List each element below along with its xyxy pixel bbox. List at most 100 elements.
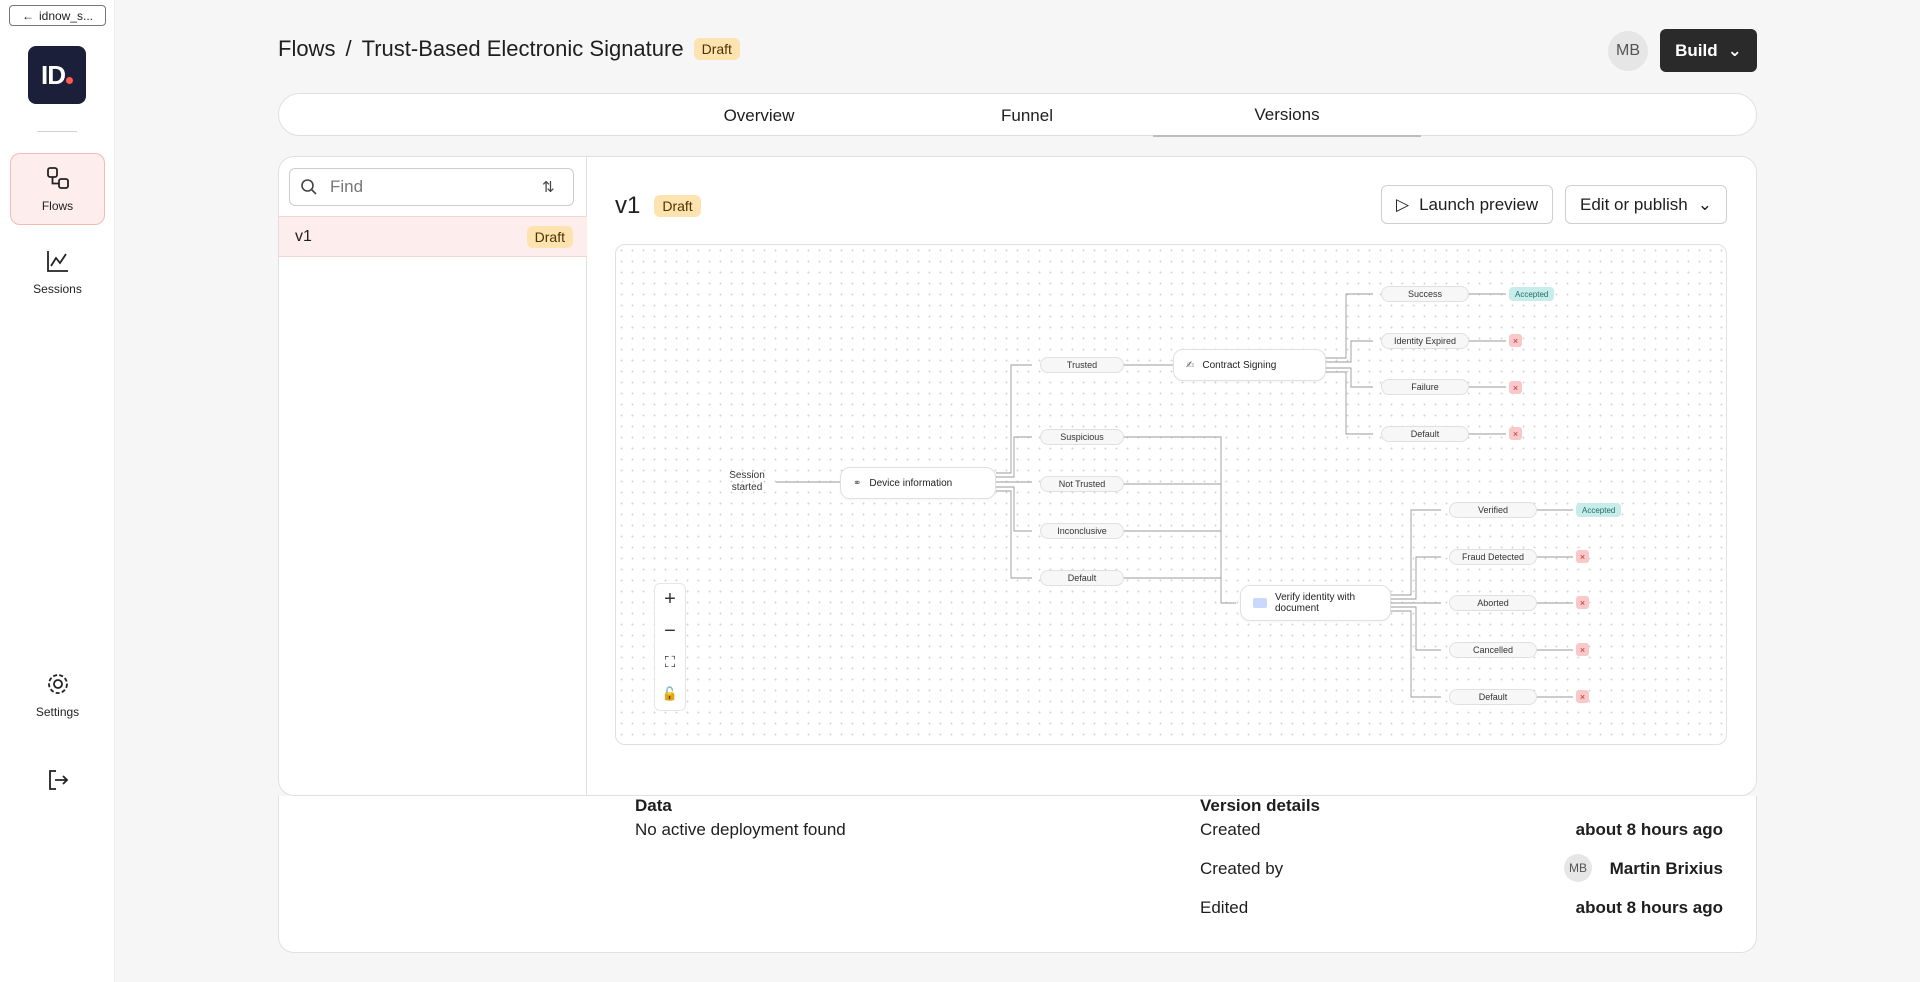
end-accepted-badge[interactable]: Accepted	[1509, 287, 1554, 301]
flow-outcome-verified[interactable]: Verified	[1449, 502, 1537, 518]
flow-outcome-aborted[interactable]: Aborted	[1449, 595, 1537, 611]
edit-or-publish-button[interactable]: Edit or publish ⌄	[1565, 185, 1727, 224]
versions-list-panel: ⇅ v1 Draft	[279, 157, 587, 797]
end-rejected-icon[interactable]: ×	[1576, 596, 1589, 609]
version-list-item[interactable]: v1 Draft	[279, 216, 587, 257]
end-rejected-icon[interactable]: ×	[1576, 690, 1589, 703]
zoom-in-icon[interactable]: +	[655, 584, 685, 616]
sidebar-divider	[37, 131, 77, 132]
breadcrumb-separator: /	[345, 36, 351, 62]
gear-icon	[45, 671, 71, 697]
tab-funnel[interactable]: Funnel	[893, 94, 1161, 137]
sidebar-item-flows[interactable]: Flows	[10, 153, 105, 225]
end-rejected-icon[interactable]: ×	[1509, 427, 1522, 440]
lock-icon[interactable]: 🔓	[655, 679, 685, 711]
flow-outcome-success[interactable]: Success	[1381, 286, 1469, 302]
play-icon: ▷	[1396, 195, 1409, 215]
sidebar: ← idnow_s... ID Flows Sessions	[0, 0, 115, 982]
flow-canvas[interactable]: Session started ⚭ Device information Tru…	[615, 244, 1727, 745]
flow-step-verify-identity[interactable]: Verify identity with document	[1240, 585, 1391, 621]
details-content: Data No active deployment found Version …	[115, 796, 1757, 953]
logo-dot	[66, 77, 73, 84]
sidebar-item-sessions[interactable]: Sessions	[10, 236, 105, 308]
status-badge: Draft	[527, 226, 573, 248]
status-badge: Draft	[654, 195, 700, 217]
chevron-down-icon: ⌄	[1698, 195, 1712, 215]
flow-step-label: Device information	[869, 478, 952, 489]
sort-icon[interactable]: ⇅	[542, 178, 555, 196]
version-title: v1 Draft	[615, 192, 701, 220]
flow-connectors	[616, 245, 1727, 745]
flow-outcome-trusted[interactable]: Trusted	[1040, 357, 1124, 373]
logout-button[interactable]	[10, 745, 105, 815]
flow-step-contract-signing[interactable]: ✍ Contract Signing	[1173, 349, 1326, 381]
version-name: v1	[615, 192, 640, 220]
launch-preview-button[interactable]: ▷ Launch preview	[1381, 185, 1553, 224]
flows-icon	[45, 165, 71, 191]
flow-outcome-inconclusive[interactable]: Inconclusive	[1040, 523, 1124, 539]
data-text: No active deployment found	[635, 820, 846, 840]
avatar: MB	[1564, 854, 1592, 882]
chart-icon	[45, 248, 71, 274]
chevron-down-icon: ⌄	[1728, 41, 1742, 61]
flow-start-label: Session started	[722, 470, 772, 494]
signature-icon: ✍	[1186, 360, 1194, 371]
sidebar-item-label: Sessions	[33, 282, 82, 296]
tab-overview[interactable]: Overview	[625, 94, 893, 137]
flow-step-device-information[interactable]: ⚭ Device information	[840, 467, 996, 499]
build-button-label: Build	[1675, 41, 1718, 61]
brand-logo[interactable]: ID	[28, 46, 86, 104]
link-icon: ⚭	[853, 478, 861, 489]
flow-outcome-cancelled[interactable]: Cancelled	[1449, 642, 1537, 658]
flow-outcome-default[interactable]: Default	[1449, 689, 1537, 705]
end-rejected-icon[interactable]: ×	[1576, 643, 1589, 656]
canvas-controls: + − ⛶ 🔓	[654, 583, 686, 711]
sidebar-item-settings[interactable]: Settings	[10, 659, 105, 731]
breadcrumb: Flows / Trust-Based Electronic Signature…	[278, 36, 740, 62]
id-card-icon	[1253, 598, 1267, 608]
build-button[interactable]: Build ⌄	[1660, 29, 1757, 72]
search-icon	[300, 178, 318, 196]
end-rejected-icon[interactable]: ×	[1509, 381, 1522, 394]
status-badge: Draft	[694, 38, 740, 60]
flow-outcome-failure[interactable]: Failure	[1381, 379, 1469, 395]
flow-outcome-fraud-detected[interactable]: Fraud Detected	[1449, 549, 1537, 565]
flow-step-label: Contract Signing	[1202, 360, 1276, 371]
end-accepted-badge[interactable]: Accepted	[1576, 503, 1621, 517]
flow-outcome-identity-expired[interactable]: Identity Expired	[1381, 333, 1469, 349]
tab-bar: Overview Funnel Versions	[278, 93, 1757, 136]
page-title: Trust-Based Electronic Signature	[362, 36, 684, 62]
logout-icon	[45, 767, 71, 793]
flow-outcome-default[interactable]: Default	[1040, 570, 1124, 586]
avatar[interactable]: MB	[1608, 31, 1648, 71]
flow-outcome-default[interactable]: Default	[1381, 426, 1469, 442]
created-value: about 8 hours ago	[1576, 820, 1723, 840]
back-to-workspace-button[interactable]: ← idnow_s...	[9, 5, 106, 26]
sidebar-item-label: Settings	[36, 705, 79, 719]
version-list-item-name: v1	[295, 228, 312, 246]
breadcrumb-flows-link[interactable]: Flows	[278, 36, 335, 62]
search-input[interactable]	[330, 177, 530, 197]
versions-card: ⇅ v1 Draft v1 Draft ▷ Launch preview Edi…	[278, 156, 1757, 796]
end-rejected-icon[interactable]: ×	[1576, 550, 1589, 563]
logo-text: ID	[41, 60, 65, 91]
fit-view-icon[interactable]: ⛶	[655, 647, 685, 679]
arrow-left-icon: ←	[22, 9, 34, 23]
flow-outcome-not-trusted[interactable]: Not Trusted	[1040, 476, 1124, 492]
edit-publish-label: Edit or publish	[1580, 195, 1688, 215]
end-rejected-icon[interactable]: ×	[1509, 334, 1522, 347]
flow-outcome-suspicious[interactable]: Suspicious	[1040, 429, 1124, 445]
created-by-value: Martin Brixius	[1610, 859, 1723, 879]
created-by-label: Created by	[1200, 859, 1283, 879]
tab-versions[interactable]: Versions	[1153, 94, 1421, 137]
created-label: Created	[1200, 820, 1260, 840]
workspace-label: idnow_s...	[39, 9, 93, 23]
zoom-out-icon[interactable]: −	[655, 616, 685, 648]
edited-label: Edited	[1200, 898, 1248, 918]
version-details-title: Version details	[1200, 796, 1320, 816]
search-field[interactable]: ⇅	[289, 168, 574, 206]
flow-step-label: Verify identity with document	[1275, 592, 1370, 614]
edited-value: about 8 hours ago	[1576, 898, 1723, 918]
sidebar-item-label: Flows	[42, 199, 73, 213]
